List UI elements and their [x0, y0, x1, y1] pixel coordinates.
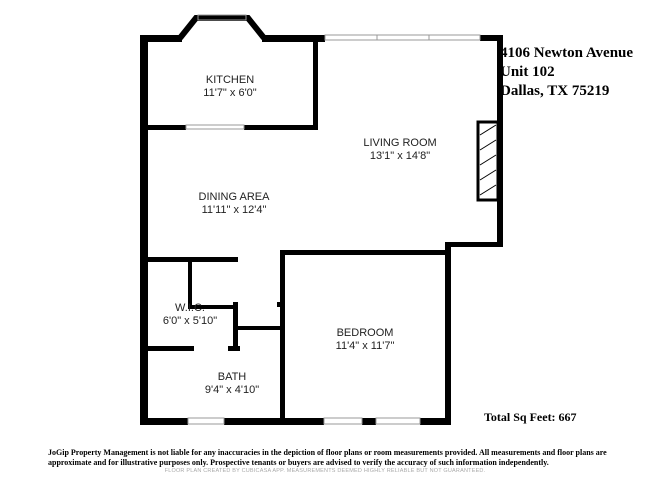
wall-kitchen-bottom-r: [244, 125, 318, 130]
wall-kitchen-right: [313, 37, 318, 129]
room-wic: W.I.C.6'0" x 5'10": [163, 302, 217, 328]
wall-top-left: [140, 35, 182, 42]
room-name: KITCHEN: [205, 74, 255, 86]
windows: [185, 14, 481, 425]
wall-bedroom-left: [280, 250, 285, 425]
wall-bedroom-right: [445, 242, 451, 425]
address-line3: Dallas, TX 75219: [500, 83, 610, 99]
address: 4106 Newton Avenue Unit 102 Dallas, TX 7…: [500, 44, 633, 101]
wall-closet: [236, 326, 284, 330]
room-name: LIVING ROOM: [363, 137, 437, 149]
wall-bottom-m2: [362, 418, 376, 425]
room-dims: 11'11" x 12'4": [201, 204, 267, 216]
wall-living-bottom: [445, 242, 503, 247]
wall-bottom-right: [420, 418, 451, 425]
wall-bottom-left: [140, 418, 188, 425]
wall-left: [140, 35, 148, 425]
room-name: W.I.C.: [175, 302, 205, 314]
wall-wic-right: [233, 302, 238, 350]
room-dims: 9'4" x 4'10": [204, 384, 260, 396]
disclaimer: JoGip Property Management is not liable …: [48, 448, 607, 467]
room-dims: 13'1" x 14'8": [369, 150, 431, 162]
wall-closet-r: [277, 302, 285, 307]
total-sq-feet: Total Sq Feet: 667: [484, 410, 577, 424]
room-dims: 11'7" x 6'0": [203, 87, 257, 99]
credit: FLOOR PLAN CREATED BY CUBICASA APP. MEAS…: [164, 468, 486, 474]
wall-wic-inner: [188, 261, 192, 309]
room-dims: 11'4" x 11'7": [335, 340, 395, 352]
wall-bedroom-top: [280, 250, 450, 255]
wall-top-mid: [262, 35, 325, 42]
room-name: BEDROOM: [336, 327, 394, 339]
fireplace: [476, 120, 500, 202]
wall-top-right: [480, 35, 503, 41]
address-line1: 4106 Newton Avenue: [500, 45, 634, 61]
room-name: DINING AREA: [198, 191, 270, 203]
wall-bath-top-r: [228, 346, 240, 351]
wall-wic-top: [148, 257, 238, 262]
wall-bath-top-l: [148, 346, 194, 351]
wall-wic-inner2: [188, 305, 238, 309]
wall-bottom-mid: [224, 418, 324, 425]
bay-window: [177, 15, 267, 40]
wall-right: [497, 35, 503, 247]
room-name: BATH: [217, 371, 247, 383]
address-line2: Unit 102: [500, 64, 555, 80]
room-dims: 6'0" x 5'10": [162, 315, 218, 327]
wall-kitchen-bottom-l: [148, 125, 186, 130]
